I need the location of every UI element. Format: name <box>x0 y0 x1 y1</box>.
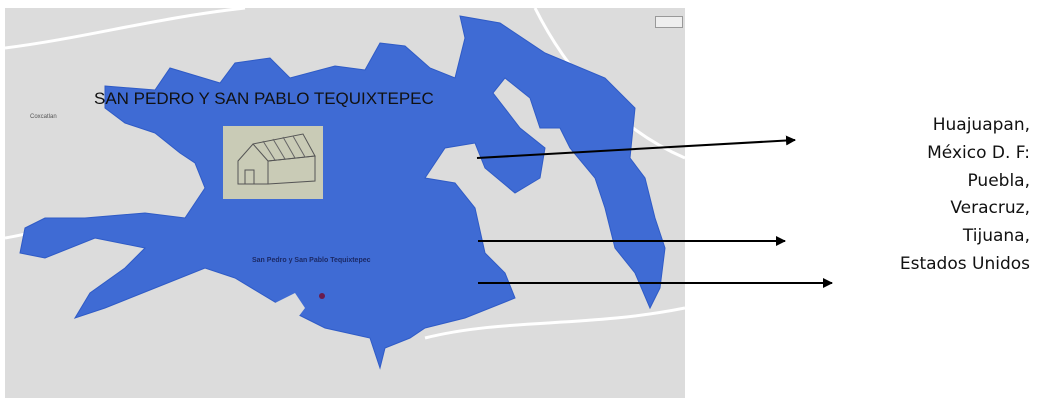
arrow-line <box>476 135 796 159</box>
destination-item: México D. F: <box>927 142 1030 163</box>
destination-item: Veracruz, <box>950 198 1030 219</box>
map-title: SAN PEDRO Y SAN PABLO TEQUIXTEPEC <box>94 89 434 108</box>
road-line <box>424 306 685 340</box>
side-place-label: Coxcatlan <box>30 114 57 120</box>
town-label: San Pedro y San Pablo Tequixtepec <box>252 257 371 264</box>
region-map <box>5 8 685 370</box>
house-sketch-image <box>223 126 323 199</box>
destination-item: Puebla, <box>967 170 1030 191</box>
town-marker <box>319 293 325 299</box>
destination-list: Huajuapan, México D. F: Puebla, Veracruz… <box>858 112 1030 279</box>
road-line <box>5 8 246 50</box>
destination-item: Huajuapan, <box>932 115 1030 135</box>
map-frame: Coxcatlan San Pedro y San Pablo Tequixte… <box>5 8 685 398</box>
destination-item: Estados Unidos <box>899 253 1030 274</box>
destination-item: Tijuana, <box>962 226 1030 247</box>
enclave <box>265 293 305 328</box>
map-corner-control <box>655 16 683 28</box>
municipality-region <box>19 15 666 370</box>
